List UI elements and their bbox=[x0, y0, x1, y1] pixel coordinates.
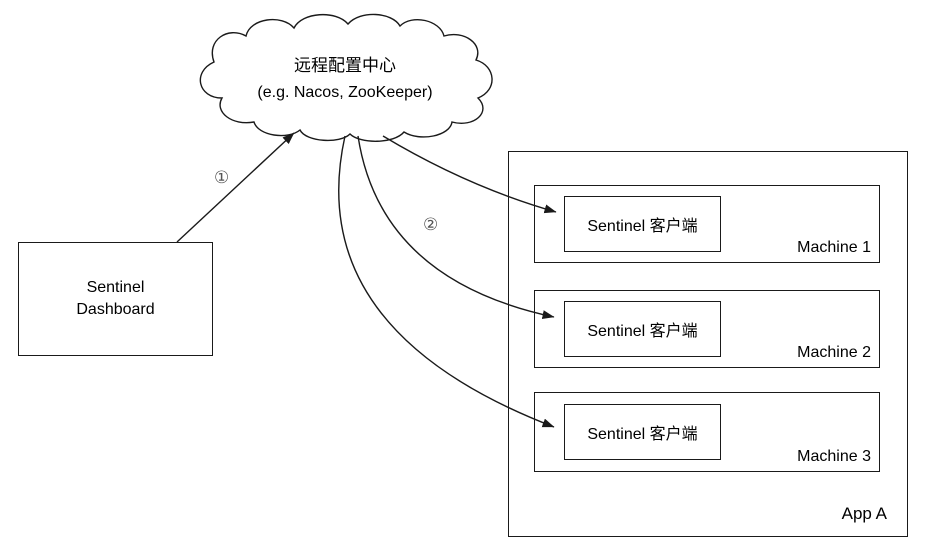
sentinel-client-label-2: Sentinel 客户端 bbox=[587, 323, 698, 340]
sentinel-dashboard-box: Sentinel Dashboard bbox=[18, 242, 213, 356]
machine-3-box: Sentinel 客户端 Machine 3 bbox=[534, 392, 880, 472]
sentinel-client-label-1: Sentinel 客户端 bbox=[587, 218, 698, 235]
step-2-label: ② bbox=[423, 215, 439, 234]
app-a-label: App A bbox=[841, 504, 887, 523]
config-center-label: 远程配置中心 (e.g. Nacos, ZooKeeper) bbox=[198, 52, 492, 106]
machine-1-box: Sentinel 客户端 Machine 1 bbox=[534, 185, 880, 263]
dashboard-label-line1: Sentinel bbox=[86, 279, 145, 296]
sentinel-client-box-1: Sentinel 客户端 bbox=[564, 196, 721, 252]
config-center-subtitle: (e.g. Nacos, ZooKeeper) bbox=[257, 84, 433, 101]
machine-2-label: Machine 2 bbox=[797, 344, 871, 361]
arrow-dashboard-to-config bbox=[176, 132, 295, 243]
dashboard-label-line2: Dashboard bbox=[76, 301, 155, 318]
machine-3-label: Machine 3 bbox=[797, 448, 871, 465]
machine-1-label: Machine 1 bbox=[797, 239, 871, 256]
sentinel-client-box-2: Sentinel 客户端 bbox=[564, 301, 721, 357]
sentinel-client-box-3: Sentinel 客户端 bbox=[564, 404, 721, 460]
step-1-label: ① bbox=[214, 168, 230, 187]
sentinel-client-label-3: Sentinel 客户端 bbox=[587, 426, 698, 443]
config-center-title: 远程配置中心 bbox=[294, 56, 396, 75]
machine-2-box: Sentinel 客户端 Machine 2 bbox=[534, 290, 880, 368]
